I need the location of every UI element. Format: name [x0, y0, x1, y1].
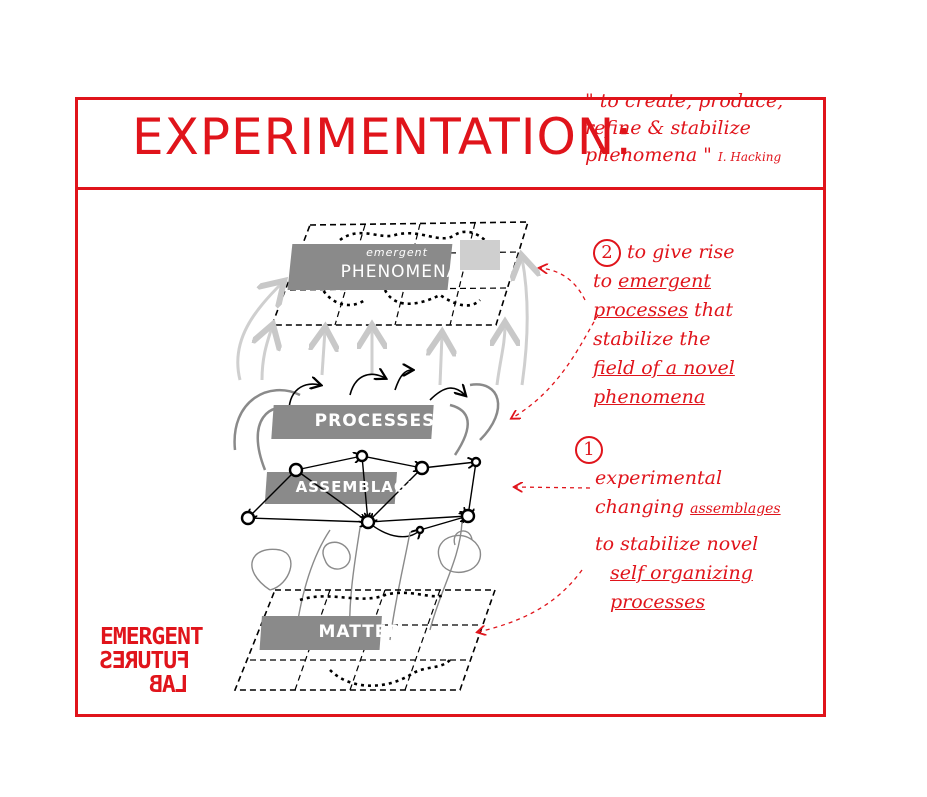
note2-line-2-start: to	[593, 270, 619, 292]
hacking-quote: " to create, produce, refine & stabilize…	[585, 88, 825, 171]
note2-processes: processes	[593, 299, 689, 321]
note1-line-2: changing assemblages	[575, 493, 781, 524]
note3-line-3: processes	[610, 591, 706, 613]
phenomena-label: PHENOMENA	[340, 262, 460, 282]
note2-line-6: phenomena	[593, 386, 706, 408]
phenomena-plane	[270, 221, 530, 326]
assemblage-label: ASSEMBLAGE	[295, 478, 419, 496]
outer-frame	[75, 97, 826, 717]
note2-line-2: to emergent	[593, 267, 735, 296]
matter-label: MATTER	[318, 622, 402, 642]
note2-line-4: stabilize the	[593, 328, 711, 350]
note-emergent-processes: 2 to give rise to emergent processes that…	[593, 238, 735, 412]
note1-assemblages: assemblages	[690, 501, 781, 517]
quote-line-3: phenomena " I. Hacking	[585, 142, 825, 171]
note2-line-5: field of a novel	[593, 357, 735, 379]
note2-line-1: 2 to give rise	[593, 238, 735, 267]
title-divider	[75, 187, 826, 190]
quote-line-2: refine & stabilize	[585, 117, 751, 139]
quote-line-3-text: phenomena "	[585, 144, 712, 166]
emergence-arrows	[236, 258, 528, 386]
self-organizing-loops	[251, 521, 481, 641]
processes-layer	[233, 370, 500, 471]
note-self-organizing: to stabilize novel self organizing proce…	[595, 530, 758, 617]
note3-line-2: self organizing	[610, 562, 753, 584]
logo-line-1: EMERGENT	[100, 624, 204, 650]
logo-line-2-wrap: FUTURES	[100, 648, 203, 674]
matter-plane	[233, 589, 497, 691]
note1-number-line: 1	[575, 435, 781, 464]
emergent-futures-lab-logo: EMERGENT FUTURES LAB	[100, 624, 204, 698]
note2-number: 2	[593, 239, 621, 267]
logo-line-3-wrap: LAB	[100, 672, 203, 698]
note2-line-3: processes that	[593, 296, 735, 325]
note1-number: 1	[575, 436, 603, 464]
quote-line-1: " to create, produce,	[585, 90, 784, 112]
assemblage-network	[240, 449, 482, 537]
pointer-arrows	[478, 268, 599, 632]
note2-line-1-text: to give rise	[627, 241, 735, 263]
note2-that: that	[688, 299, 733, 321]
note-assemblages: 1 experimental changing assemblages	[575, 435, 781, 524]
note3-line-1: to stabilize novel	[595, 533, 759, 555]
logo-line-3: LAB	[150, 672, 189, 698]
processes-label: PROCESSES	[314, 411, 436, 431]
note1-line-1: experimental	[595, 467, 723, 489]
logo-line-2: FUTURES	[100, 648, 190, 674]
quote-author: I. Hacking	[717, 150, 782, 164]
note2-emergent: emergent	[618, 270, 711, 292]
diagram-title: EXPERIMENTATION:	[132, 108, 634, 166]
phenomena-small-label: emergent	[366, 246, 428, 259]
note1-changing: changing	[595, 496, 691, 518]
